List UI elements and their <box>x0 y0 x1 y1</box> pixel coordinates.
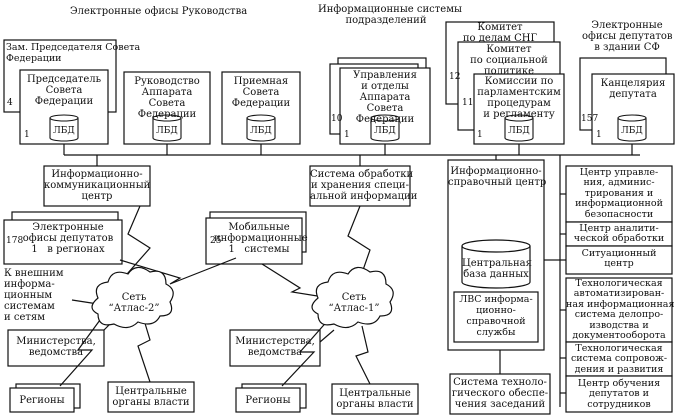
lbd-label: ЛБД <box>374 126 396 136</box>
regions-left-label: Регионы <box>19 395 65 406</box>
atlas1-cloud <box>311 266 394 329</box>
ministries-right-label: Министерства, ведомства <box>235 336 315 358</box>
lbd-label: ЛБД <box>508 126 530 136</box>
apparatus-leadership-box <box>123 71 211 145</box>
deputy-office-label: Канцелярия депутата <box>600 78 666 100</box>
departments-count2: 1 <box>344 130 350 140</box>
heading-leadership-offices: Электронные офисы Руководства <box>70 6 248 17</box>
special-info-box <box>309 165 411 207</box>
lbd-cylinder-top <box>152 114 182 122</box>
lbd-cylinder-top <box>370 114 400 122</box>
tech-support-label: Система техноло- гического обеспе- чения… <box>451 377 549 410</box>
regional-offices-box <box>3 219 123 265</box>
lbd-cylinder-top <box>504 114 534 122</box>
commissions-count2: 1 <box>477 130 483 140</box>
central-db-label: Центральная база данных <box>462 258 532 280</box>
tech-support-box <box>449 373 551 415</box>
lbd-label: ЛБД <box>156 126 178 136</box>
lbd-cylinder <box>504 117 534 142</box>
ministries-left-label: Министерства, ведомства <box>16 336 96 358</box>
right-item-3: Технологическая автоматизирован- ная инф… <box>566 278 675 342</box>
central-auth-left-box <box>107 381 195 413</box>
central-auth-left-label: Центральные органы власти <box>112 386 190 408</box>
commissions-label: Комиссии по парламентским процедурам и р… <box>477 76 561 120</box>
departments-count: 10 <box>331 114 343 124</box>
icc-box <box>43 165 151 207</box>
ministries-right-box <box>229 329 321 367</box>
deputy-office-count: 157 <box>581 114 599 124</box>
central-auth-right-box <box>331 383 419 415</box>
right-item-0: Центр управле- ния, админис- трирования … <box>575 167 663 220</box>
lbd-cylinder <box>246 117 276 142</box>
external-label: К внешним информа- ционным системам и се… <box>4 268 64 323</box>
right-item-2: Ситуационный центр <box>581 248 657 270</box>
committee-cis-label: Комитет по делам СНГ <box>462 22 538 44</box>
atlas2-label: Сеть “Атлас-2” <box>108 292 160 314</box>
regions-left-box <box>9 387 75 413</box>
apparatus-leadership-label: Руководство Аппарата Совета Федерации <box>134 76 200 120</box>
lbd-cylinder <box>152 117 182 142</box>
reception-label: Приемная Совета Федерации <box>231 76 291 109</box>
lbd-cylinder <box>617 117 647 142</box>
lan-service-label: ЛВС информа- ционно- справочной службы <box>459 294 533 338</box>
chairman-count: 1 <box>24 130 30 140</box>
committee-cis-count: 12 <box>449 72 461 82</box>
chairman-label: Председатель Совета Федерации <box>26 74 102 107</box>
deputy-chairman-label: Зам. Председателя Совета Федерации <box>6 42 141 64</box>
special-info-label: Система обработки и хранения специ- альн… <box>310 169 418 202</box>
lbd-cylinder-top <box>246 114 276 122</box>
deputy-office-count2: 1 <box>596 130 602 140</box>
mobile-systems-label: Мобильные информационные 1 системы <box>214 222 308 255</box>
departments-label: Управления и отделы Аппарата Совета Феде… <box>353 70 417 125</box>
lbd-cylinder-top <box>49 114 79 122</box>
right-item-4: Технологическая система сопровож- дения … <box>570 343 668 375</box>
heading-division-systems: Информационные системы подразделений <box>318 4 462 26</box>
lbd-label: ЛБД <box>250 126 272 136</box>
lbd-cylinder <box>49 117 79 142</box>
committee-social-label: Комитет по социальной политике <box>470 44 548 77</box>
info-ref-center-label: Информационно- справочный центр <box>448 166 547 188</box>
lan-service-box <box>453 291 539 343</box>
mobile-systems-box <box>205 217 303 265</box>
regional-offices-count: 178 <box>6 236 24 246</box>
regions-right-box <box>235 387 301 413</box>
right-item-5: Центр обучения депутатов и сотрудников <box>577 378 661 410</box>
regions-right-label: Регионы <box>245 395 291 406</box>
right-item-1: Центр аналити- ческой обработки <box>573 223 665 245</box>
lbd-label: ЛБД <box>621 126 643 136</box>
mobile-systems-count: 25 <box>210 236 222 246</box>
deputy-chairman-count: 4 <box>7 98 13 108</box>
lbd-cylinder <box>370 117 400 142</box>
commissions-count: 11 <box>462 98 474 108</box>
atlas2-cloud <box>91 266 174 329</box>
icc-label: Информационно- коммуникационный центр <box>44 169 151 202</box>
central-auth-right-label: Центральные органы власти <box>336 388 414 410</box>
lbd-label: ЛБД <box>53 126 75 136</box>
lbd-cylinder-top <box>617 114 647 122</box>
atlas1-label: Сеть “Атлас-1” <box>328 292 380 314</box>
heading-deputy-offices: Электронные офисы депутатов в здании СФ <box>582 20 673 53</box>
regional-offices-label: Электронные офисы депутатов 1 в регионах <box>22 222 114 255</box>
